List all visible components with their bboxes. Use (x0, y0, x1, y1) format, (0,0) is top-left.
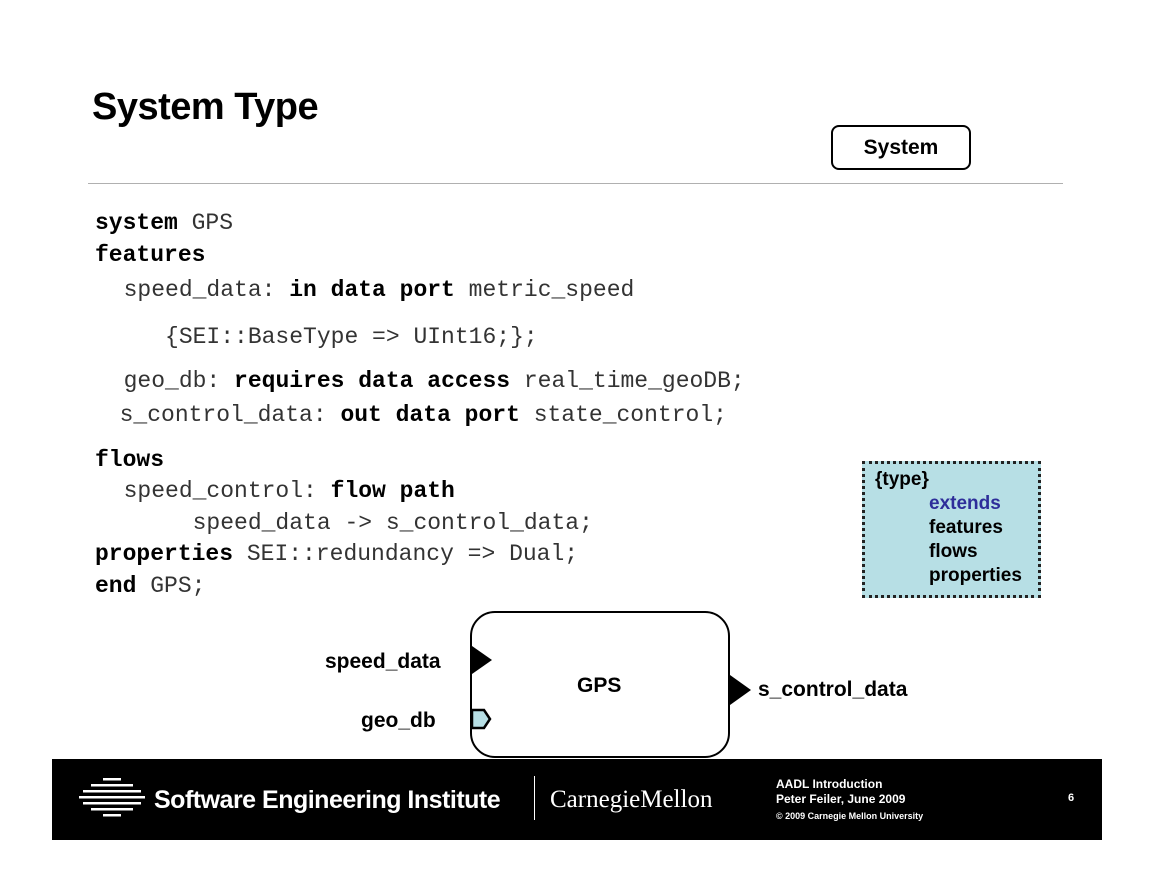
code-keyword: out data port (340, 402, 520, 428)
slide-title: System Type (92, 86, 319, 128)
code-line: end GPS; (95, 573, 205, 599)
sei-logo-icon (79, 778, 145, 817)
code-text: s_control_data: (92, 402, 341, 428)
legend-item-extends: extends (929, 493, 1001, 514)
code-line: speed_data: in data port metric_speed (96, 277, 635, 303)
code-line: speed_control: flow path (96, 478, 455, 504)
type-legend-box: {type} extends features flows properties (862, 461, 1041, 598)
code-text: speed_data -> s_control_data; (96, 510, 593, 536)
code-line: geo_db: requires data access real_time_g… (96, 368, 745, 394)
footer-author: Peter Feiler, June 2009 (776, 792, 906, 806)
code-keyword: in data port (289, 277, 455, 303)
code-keyword: features (95, 242, 206, 268)
institute-name: Software Engineering Institute (154, 786, 501, 814)
footer-divider (534, 776, 535, 820)
out-data-port-icon (730, 675, 751, 705)
code-text: geo_db: (96, 368, 235, 394)
code-line: properties SEI::redundancy => Dual; (95, 541, 578, 567)
page-number: 6 (1068, 792, 1075, 804)
code-text: speed_control: (96, 478, 331, 504)
code-line: features (95, 242, 205, 268)
title-divider (88, 183, 1063, 184)
code-line: speed_data -> s_control_data; (96, 510, 593, 536)
code-keyword: end (95, 573, 137, 599)
in-data-port-icon (472, 646, 492, 674)
code-text: SEI::redundancy => Dual; (233, 541, 579, 567)
code-line: system GPS (95, 210, 233, 236)
code-line: flows (95, 447, 164, 473)
code-text: state_control; (519, 402, 727, 428)
code-keyword: flows (95, 447, 165, 473)
legend-item-properties: properties (929, 565, 1022, 586)
legend-heading: {type} (875, 469, 929, 490)
code-keyword: properties (95, 541, 234, 567)
access-port-label: geo_db (361, 709, 436, 732)
university-name: CarnegieMellon (550, 786, 713, 813)
code-text: GPS; (136, 573, 206, 599)
footer-copyright: © 2009 Carnegie Mellon University (776, 811, 924, 821)
code-keyword: flow path (330, 478, 455, 504)
out-port-label: s_control_data (758, 678, 908, 701)
category-badge: System (831, 125, 971, 170)
gps-component-box (470, 611, 730, 758)
code-keyword: requires data access (234, 368, 511, 394)
footer-bar: Software Engineering Institute CarnegieM… (52, 759, 1102, 840)
code-line: s_control_data: out data port state_cont… (92, 402, 727, 428)
code-line: {SEI::BaseType => UInt16;}; (96, 324, 538, 350)
code-text: {SEI::BaseType => UInt16;}; (96, 324, 538, 350)
legend-item-features: features (929, 517, 1003, 538)
component-label: GPS (577, 674, 622, 697)
legend-item-flows: flows (929, 541, 978, 562)
footer-course: AADL Introduction (776, 777, 883, 791)
code-text: metric_speed (454, 277, 635, 303)
code-text: real_time_geoDB; (510, 368, 745, 394)
in-port-label: speed_data (325, 650, 441, 673)
code-text: speed_data: (96, 277, 290, 303)
code-keyword: system (95, 210, 178, 236)
code-text: GPS (177, 210, 234, 236)
data-access-port-icon (470, 708, 492, 730)
